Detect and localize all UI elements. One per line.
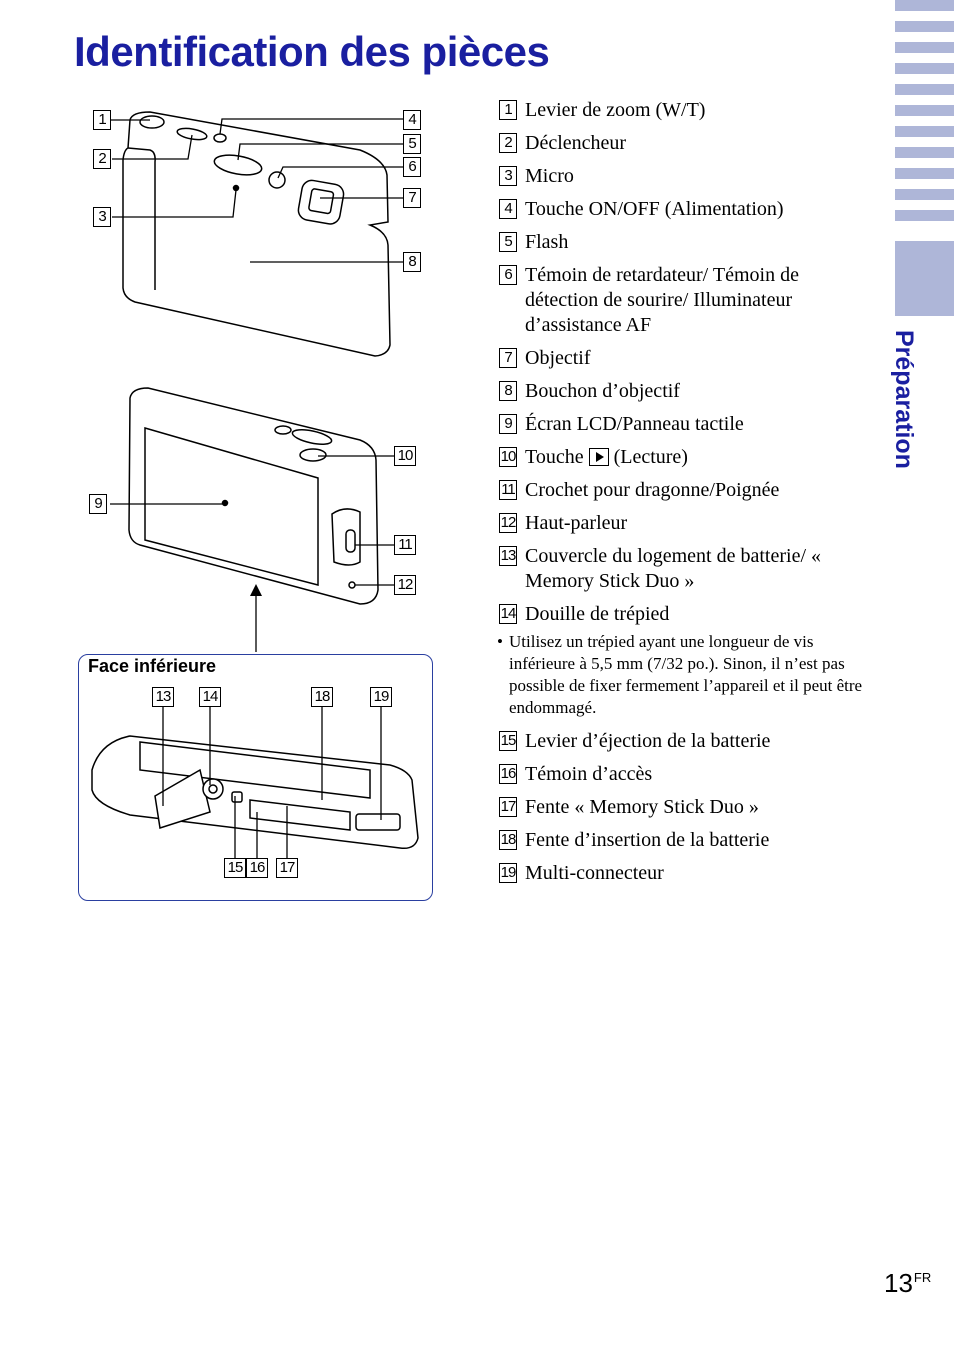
section-tab-label: Préparation <box>890 330 918 469</box>
camera-diagram: 1 2 3 4 5 6 7 8 9 10 11 12 Face inférieu… <box>0 0 480 920</box>
section-tab-active <box>895 241 954 316</box>
callout-4: 4 <box>403 110 421 130</box>
callout-9: 9 <box>89 494 107 514</box>
callout-19: 19 <box>370 687 392 707</box>
callout-14: 14 <box>199 687 221 707</box>
callout-12: 12 <box>394 575 416 595</box>
callout-1: 1 <box>93 110 111 130</box>
callout-11: 11 <box>394 535 416 555</box>
callout-2: 2 <box>93 149 111 169</box>
page-number: 13FR <box>884 1268 932 1298</box>
play-icon <box>588 448 609 466</box>
tripod-note: •Utilisez un trépied ayant une longueur … <box>497 632 863 717</box>
callout-7: 7 <box>403 188 421 208</box>
camera-illustration <box>91 111 419 858</box>
callout-8: 8 <box>403 252 421 272</box>
section-tab-stripes <box>895 0 954 231</box>
page-title: Identification des pièces <box>74 28 550 75</box>
bottom-face-frame <box>78 654 433 901</box>
callout-17: 17 <box>276 858 298 878</box>
callout-18: 18 <box>311 687 333 707</box>
bottom-face-label: Face inférieure <box>88 656 217 676</box>
callout-5: 5 <box>403 134 421 154</box>
callout-10: 10 <box>394 446 416 466</box>
callout-13: 13 <box>152 687 174 707</box>
callout-6: 6 <box>403 157 421 177</box>
callout-16: 16 <box>246 858 268 878</box>
callout-3: 3 <box>93 207 111 227</box>
callout-15: 15 <box>224 858 246 878</box>
